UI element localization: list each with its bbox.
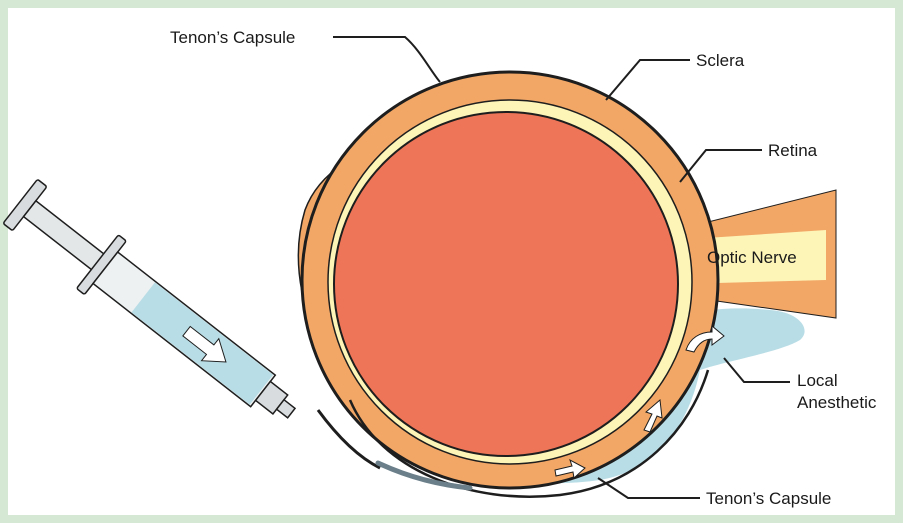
label-tenon-capsule-top: Tenon’s Capsule (170, 28, 295, 47)
label-optic-nerve: Optic Nerve (707, 248, 797, 267)
label-tenon-capsule-bottom: Tenon’s Capsule (706, 489, 831, 508)
leader-tenon-top (333, 37, 440, 82)
vitreous-body (334, 112, 678, 456)
plunger-rod (24, 201, 107, 272)
leader-local-anesthetic (724, 358, 790, 382)
label-sclera: Sclera (696, 51, 745, 70)
leader-sclera (606, 60, 690, 100)
label-retina: Retina (768, 141, 818, 160)
label-anesthetic: Anesthetic (797, 393, 877, 412)
syringe (0, 175, 312, 440)
label-local: Local (797, 371, 838, 390)
